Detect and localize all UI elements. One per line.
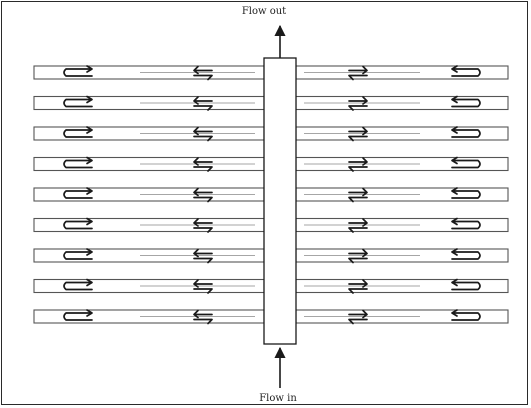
right-return-loop — [451, 156, 481, 169]
right-bidirectional-arrow — [348, 218, 368, 233]
right-return-loop — [451, 278, 481, 291]
right-bidirectional-arrow — [348, 309, 368, 325]
right-bidirectional-arrow — [348, 248, 368, 264]
right-bidirectional-arrow — [348, 157, 368, 172]
right-return-loop — [451, 217, 481, 230]
left-return-loop — [63, 95, 93, 108]
flow-in-label: Flow in — [259, 393, 297, 404]
left-return-loop — [63, 126, 93, 138]
right-return-loop — [451, 65, 481, 77]
central-manifold — [263, 57, 297, 345]
left-bidirectional-arrow — [193, 218, 213, 233]
left-return-loop — [63, 217, 93, 230]
right-bidirectional-arrow — [348, 96, 368, 111]
left-bidirectional-arrow — [193, 126, 213, 142]
left-bidirectional-arrow — [193, 309, 213, 325]
left-bidirectional-arrow — [193, 157, 213, 172]
left-bidirectional-arrow — [193, 65, 213, 81]
left-return-loop — [63, 65, 93, 77]
left-bidirectional-arrow — [193, 279, 213, 294]
left-return-loop — [63, 187, 93, 199]
right-return-loop — [451, 187, 481, 199]
left-bidirectional-arrow — [193, 187, 213, 203]
left-return-loop — [63, 309, 93, 321]
right-bidirectional-arrow — [348, 65, 368, 81]
right-bidirectional-arrow — [348, 279, 368, 294]
right-return-loop — [451, 95, 481, 108]
left-return-loop — [63, 248, 93, 260]
left-return-loop — [63, 156, 93, 169]
right-bidirectional-arrow — [348, 126, 368, 142]
right-bidirectional-arrow — [348, 187, 368, 203]
left-bidirectional-arrow — [193, 248, 213, 264]
right-return-loop — [451, 126, 481, 138]
right-return-loop — [451, 309, 481, 321]
left-bidirectional-arrow — [193, 96, 213, 111]
left-return-loop — [63, 278, 93, 291]
flow-out-label: Flow out — [241, 6, 287, 17]
right-return-loop — [451, 248, 481, 260]
